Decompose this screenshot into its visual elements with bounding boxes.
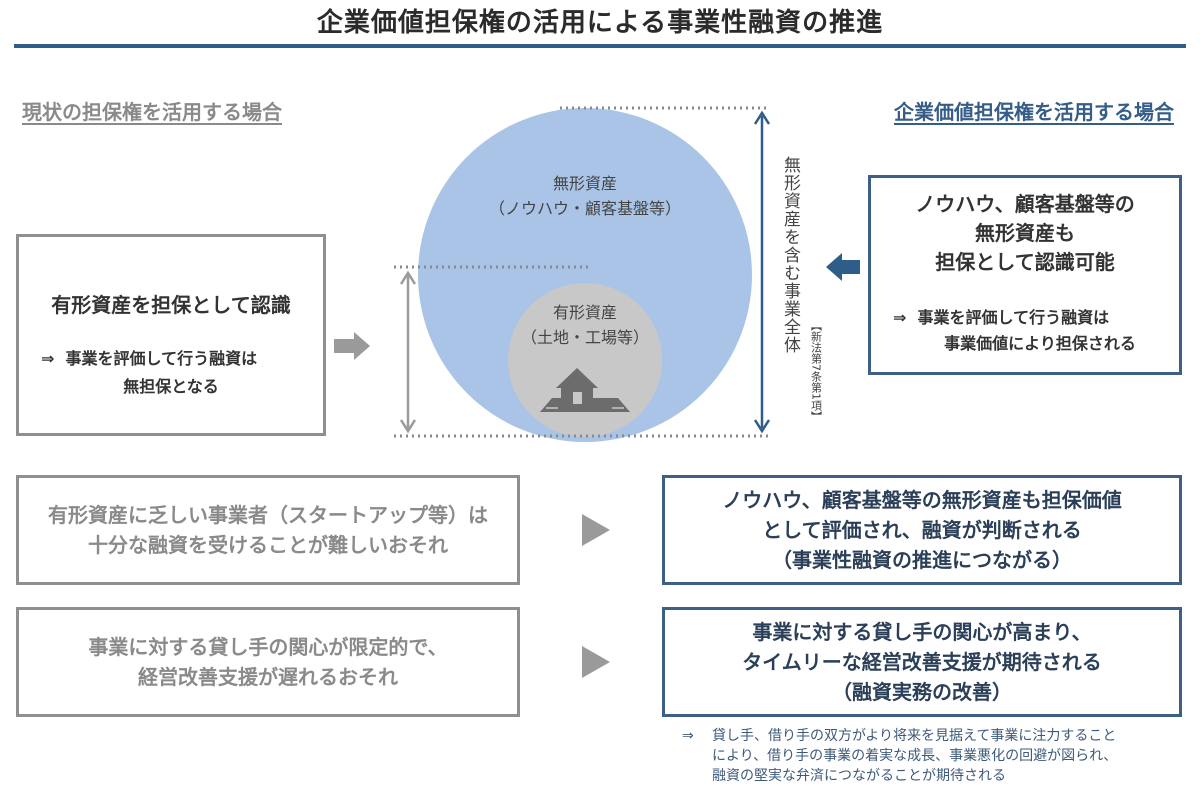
note-arrow: ⇒	[41, 349, 55, 368]
note-text: 事業を評価して行う融資は	[65, 349, 258, 368]
statute-reference: 【新法第7条第1項】	[810, 320, 823, 422]
enterprise-collateral-note-1: ⇒ 事業を評価して行う融資は	[893, 304, 1109, 328]
left-section-heading: 現状の担保権を活用する場合	[22, 100, 282, 124]
footnote-arrow: ⇒	[682, 728, 694, 744]
issue-box-lender-interest: 事業に対する貸し手の関心が限定的で、 経営改善支援が遅れるおそれ	[16, 607, 520, 717]
footnote-line-3: 融資の堅実な弁済につながることが期待される	[712, 768, 1006, 784]
arrow-left-icon	[826, 253, 860, 281]
issue-box-startups: 有形資産に乏しい事業者（スタートアップ等）は 十分な融資を受けることが難しいおそ…	[16, 475, 520, 585]
page-title: 企業価値担保権の活用による事業性融資の推進	[316, 8, 884, 38]
intangible-assets-label: 無形資産	[553, 174, 617, 193]
house-icon	[540, 368, 630, 412]
note-text: 事業を評価して行う融資は	[917, 308, 1110, 327]
whole-business-range-arrow	[753, 110, 771, 434]
enterprise-collateral-box: ノウハウ、顧客基盤等の 無形資産も 担保として認識可能 ⇒ 事業を評価して行う融…	[868, 175, 1182, 375]
tangible-assets-circle	[508, 283, 662, 437]
tangible-assets-sublabel: （土地・工場等）	[521, 328, 649, 347]
heading-line-3: 担保として認識可能	[935, 250, 1115, 274]
intangible-assets-circle	[418, 108, 752, 442]
current-collateral-heading: 有形資産を担保として認識	[51, 293, 291, 317]
benefit-line-2: として評価され、融資が判断される	[762, 518, 1082, 542]
benefit-line-2: タイムリーな経営改善支援が期待される	[742, 650, 1102, 674]
current-collateral-box: 有形資産を担保として認識 ⇒ 事業を評価して行う融資は 無担保となる	[16, 234, 326, 436]
asset-diagram: 無形資産 （ノウハウ・顧客基盤等） 有形資産 （土地・工場等） 無形資産を含む事…	[334, 106, 860, 442]
current-collateral-note-1: ⇒ 事業を評価して行う融資は	[41, 345, 257, 369]
benefit-line-3: （事業性融資の推進につながる）	[772, 548, 1072, 572]
footnote-line-1: 貸し手、借り手の双方がより将来を見据えて事業に注力すること	[712, 728, 1117, 744]
benefit-line-1: 事業に対する貸し手の関心が高まり、	[752, 620, 1092, 644]
heading-line-1: ノウハウ、顧客基盤等の	[915, 192, 1135, 216]
intangible-assets-sublabel: （ノウハウ・顧客基盤等）	[489, 199, 681, 218]
current-collateral-note-2: 無担保となる	[123, 377, 219, 396]
issue-line-1: 有形資産に乏しい事業者（スタートアップ等）は	[48, 503, 488, 527]
footnote-line-2: により、借り手の事業の着実な成長、事業悪化の回避が図られ、	[712, 748, 1118, 764]
enterprise-collateral-note-2: 事業価値により担保される	[944, 334, 1136, 353]
benefit-line-3: （融資実務の改善）	[831, 680, 1012, 704]
note-arrow: ⇒	[893, 308, 907, 327]
arrow-right-icon	[334, 332, 370, 360]
right-section-heading: 企業価値担保権を活用する場合	[894, 100, 1174, 124]
benefit-line-1: ノウハウ、顧客基盤等の無形資産も担保価値	[722, 488, 1122, 512]
issue-line-2: 十分な融資を受けることが難しいおそれ	[88, 533, 448, 557]
benefit-box-valuation: ノウハウ、顧客基盤等の無形資産も担保価値 として評価され、融資が判断される （事…	[662, 475, 1182, 585]
enterprise-collateral-heading: ノウハウ、顧客基盤等の 無形資産も 担保として認識可能	[871, 190, 1179, 277]
triangle-arrow-icon	[582, 646, 610, 678]
issue-line-1: 事業に対する貸し手の関心が限定的で、	[88, 635, 448, 659]
issue-line-2: 経営改善支援が遅れるおそれ	[137, 665, 398, 689]
benefit-box-management-support: 事業に対する貸し手の関心が高まり、 タイムリーな経営改善支援が期待される （融資…	[662, 607, 1182, 717]
footnote: ⇒ 貸し手、借り手の双方がより将来を見据えて事業に注力すること により、借り手の…	[682, 726, 1117, 786]
heading-line-2: 無形資産も	[975, 221, 1075, 245]
title-rule	[14, 44, 1186, 48]
tangible-assets-label: 有形資産	[553, 303, 617, 322]
triangle-arrow-icon	[582, 514, 610, 546]
tangible-range-arrow	[399, 270, 417, 434]
whole-business-label: 無形資産を含む事業全体	[780, 156, 801, 354]
